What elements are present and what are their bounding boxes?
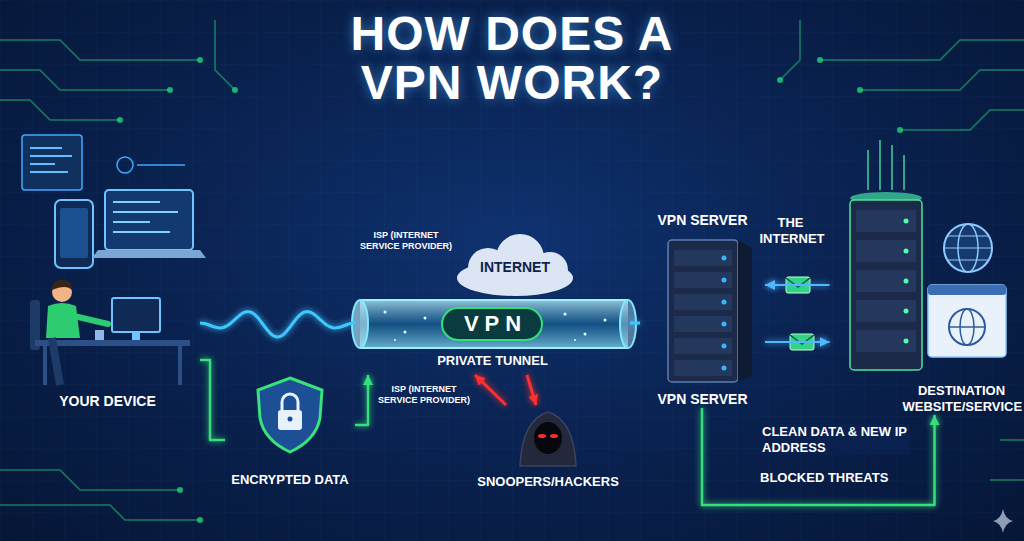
label-holder: ISP (INTERNET SERVICE PROVIDER)	[378, 384, 470, 406]
annotation-label: ISP (INTERNET SERVICE PROVIDER)	[360, 230, 452, 252]
sparkle-mark	[993, 509, 1013, 533]
node-label: YOUR DEVICE	[59, 393, 155, 410]
node-sublabel: DESTINATION WEBSITE/SERVICE	[903, 383, 1021, 416]
connector	[630, 322, 640, 325]
node-label: SNOOPERS/HACKERS	[477, 474, 619, 490]
title-holder: HOW DOES A VPN WORK?	[312, 10, 712, 108]
connector	[355, 375, 368, 425]
node-sublabel: VPN SERVER	[658, 391, 748, 408]
destination-rack	[850, 140, 1006, 370]
edge-label-holder: CLEAN DATA & NEW IP ADDRESS	[760, 424, 910, 455]
connector	[765, 341, 830, 343]
node-label: INTERNET	[480, 259, 550, 276]
destination-server: THE INTERNETDESTINATION WEBSITE/SERVICE	[830, 175, 1021, 415]
device-group: YOUR DEVICE	[15, 130, 200, 410]
edge-label: CLEAN DATA & NEW IP ADDRESS	[760, 424, 910, 455]
connector	[765, 284, 830, 286]
title-heading: HOW DOES A VPN WORK?	[312, 10, 712, 108]
annotation-label: ISP (INTERNET SERVICE PROVIDER)	[378, 384, 470, 406]
vpn-server: VPN SERVER VPN SERVER	[640, 212, 765, 408]
node-label: THE INTERNET	[760, 215, 822, 246]
private-tunnel: VPN PRIVATE TUNNEL	[355, 297, 630, 375]
node-label: ENCRYPTED DATA	[231, 472, 348, 488]
hacker-node: SNOOPERS/HACKERS	[478, 405, 618, 490]
vpn-server-rack	[668, 240, 752, 382]
hacker-figure	[520, 412, 576, 466]
connector	[702, 408, 935, 505]
connector	[475, 375, 506, 405]
annotation-label: BLOCKED THREATS	[760, 470, 910, 486]
node-sublabel: PRIVATE TUNNEL	[437, 353, 548, 369]
shield-icon	[258, 378, 322, 452]
encryption-shield: ENCRYPTED DATA	[225, 370, 355, 488]
label-holder: BLOCKED THREATS	[760, 470, 910, 486]
envelope-icon	[786, 277, 814, 350]
connector	[527, 375, 536, 405]
connector	[200, 360, 225, 440]
node-label: VPN	[458, 297, 527, 350]
cloud-shape	[457, 234, 573, 296]
label-holder: ISP (INTERNET SERVICE PROVIDER)	[360, 230, 452, 252]
node-label: VPN SERVER	[658, 212, 748, 229]
device-illustration	[22, 135, 206, 385]
internet-cloud: INTERNET	[455, 238, 575, 296]
connector	[200, 312, 355, 337]
